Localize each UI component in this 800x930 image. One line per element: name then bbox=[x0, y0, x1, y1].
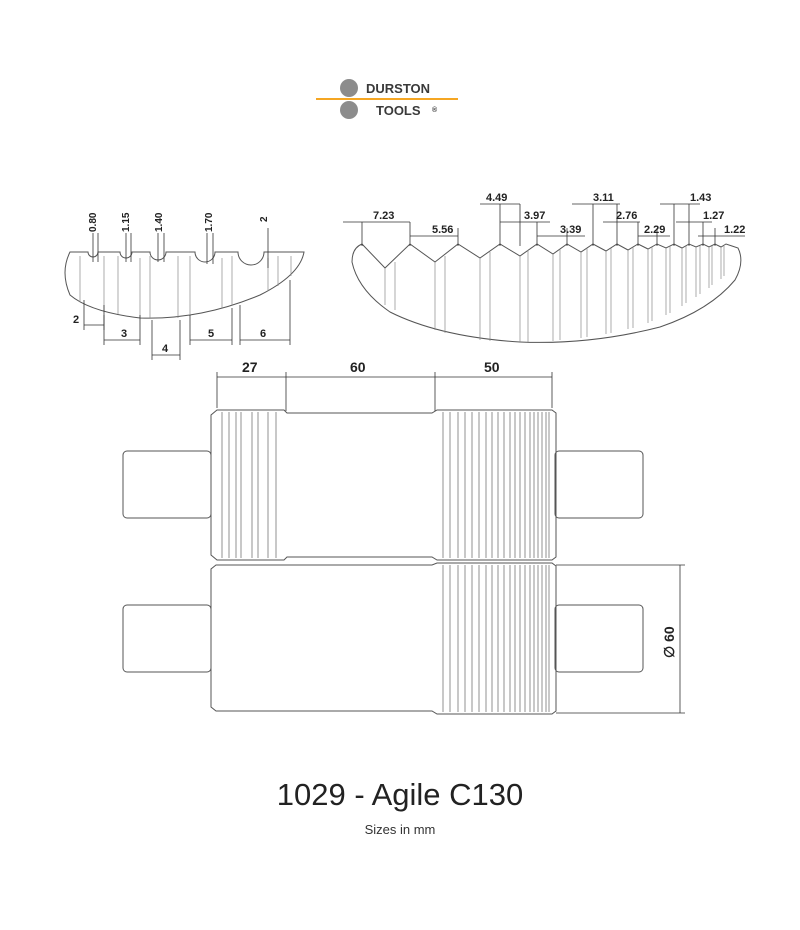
width-label-3: 4 bbox=[162, 343, 169, 355]
width-label-4: 5 bbox=[208, 328, 214, 340]
width-label-2: 3 bbox=[121, 328, 127, 340]
right-profile-hatch bbox=[384, 246, 725, 342]
width-label-1: 2 bbox=[73, 314, 79, 326]
bottom-roll-left-shaft bbox=[122, 604, 212, 673]
logo-text-tools: TOOLS bbox=[376, 103, 421, 118]
top-roll-left-shaft bbox=[122, 450, 212, 519]
logo-text-durston: DURSTON bbox=[366, 81, 430, 96]
page-title: 1029 - Agile C130 bbox=[276, 777, 524, 812]
width-label-5: 6 bbox=[260, 328, 266, 340]
left-depth-leaders bbox=[92, 228, 269, 268]
page-subtitle: Sizes in mm bbox=[364, 822, 436, 837]
diameter-label: ∅ 60 bbox=[661, 626, 677, 658]
right-profile-labels: 4.49 3.11 1.43 7.23 3.97 2.76 1.27 5.56 … bbox=[373, 192, 745, 236]
profile-label-2-29: 2.29 bbox=[644, 224, 665, 236]
profile-label-3-39: 3.39 bbox=[560, 224, 581, 236]
section-length-labels: 27 60 50 bbox=[242, 359, 500, 375]
durston-logo: DURSTON TOOLS ® bbox=[316, 79, 458, 119]
left-profile-outline bbox=[64, 251, 305, 319]
top-roll-grooves-right bbox=[442, 412, 550, 558]
logo-dot-top bbox=[340, 79, 358, 97]
logo-dot-bottom bbox=[340, 101, 358, 119]
top-roll-right-shaft bbox=[554, 450, 644, 519]
left-profile-hatch bbox=[79, 256, 292, 318]
depth-label-5: 2 bbox=[259, 216, 270, 222]
length-label-50: 50 bbox=[484, 359, 500, 375]
profile-label-3-11: 3.11 bbox=[593, 192, 614, 204]
logo-registered-mark: ® bbox=[432, 106, 438, 114]
left-width-labels: 2 3 4 5 6 bbox=[73, 314, 266, 355]
profile-label-1-22: 1.22 bbox=[724, 224, 745, 236]
profile-label-4-49: 4.49 bbox=[486, 192, 507, 204]
left-width-leaders bbox=[83, 280, 291, 360]
top-roll bbox=[122, 372, 644, 561]
right-profile-leaders bbox=[343, 203, 745, 246]
right-profile-outline bbox=[351, 243, 742, 343]
top-roll-body bbox=[210, 409, 557, 561]
profile-label-1-43: 1.43 bbox=[690, 192, 711, 204]
depth-label-4: 1.70 bbox=[204, 212, 215, 232]
length-label-27: 27 bbox=[242, 359, 258, 375]
top-roll-grooves-left bbox=[221, 412, 277, 558]
left-roll-profile bbox=[64, 228, 305, 360]
profile-label-5-56: 5.56 bbox=[432, 224, 453, 236]
profile-label-7-23: 7.23 bbox=[373, 210, 394, 222]
profile-label-2-76: 2.76 bbox=[616, 210, 637, 222]
depth-label-3: 1.40 bbox=[154, 212, 165, 232]
section-length-dimensions bbox=[216, 372, 553, 411]
bottom-roll-right-shaft bbox=[554, 604, 644, 673]
bottom-roll-body bbox=[210, 562, 557, 715]
bottom-roll-grooves bbox=[442, 565, 550, 712]
right-roll-profile bbox=[343, 203, 745, 343]
length-label-60: 60 bbox=[350, 359, 366, 375]
diameter-dimension bbox=[556, 564, 685, 714]
bottom-roll bbox=[122, 562, 685, 715]
profile-label-1-27: 1.27 bbox=[703, 210, 724, 222]
profile-label-3-97: 3.97 bbox=[524, 210, 545, 222]
left-depth-labels: 0.80 1.15 1.40 1.70 2 bbox=[88, 212, 270, 232]
depth-label-2: 1.15 bbox=[121, 212, 132, 232]
depth-label-1: 0.80 bbox=[88, 212, 99, 232]
